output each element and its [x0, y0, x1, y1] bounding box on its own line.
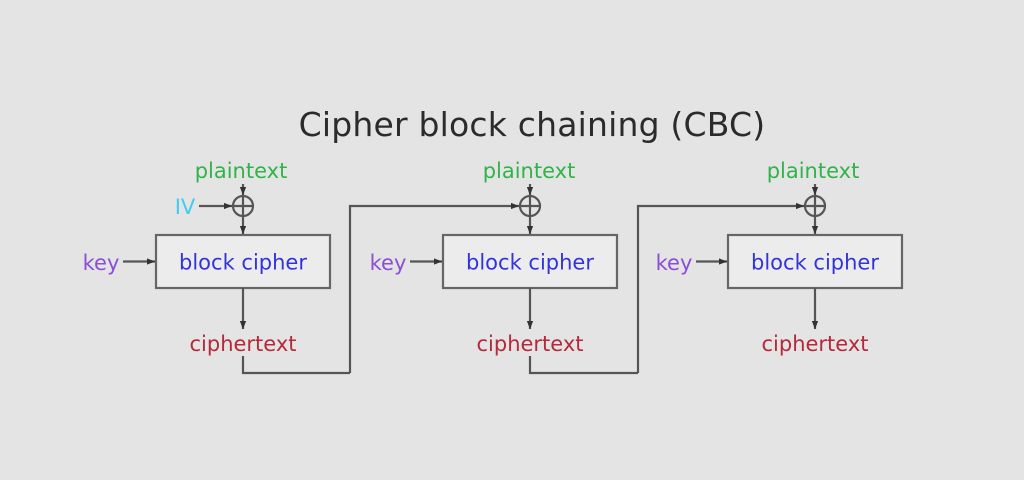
ciphertext-label: ciphertext: [761, 332, 868, 356]
stage-3: plaintext block cipher key ciphertext: [636, 159, 904, 373]
stage-2: plaintext block cipher key ciphertext: [348, 159, 638, 375]
feedback-out-wire: [241, 356, 350, 375]
key-label: key: [83, 251, 120, 275]
key-label: key: [370, 251, 407, 275]
block-cipher-label: block cipher: [466, 251, 594, 275]
page-title: Cipher block chaining (CBC): [299, 105, 766, 144]
block-cipher-label: block cipher: [751, 251, 879, 275]
block-cipher-label: block cipher: [179, 251, 307, 275]
block-cipher-box[interactable]: [154, 233, 332, 290]
plaintext-label: plaintext: [767, 159, 860, 183]
ciphertext-label: ciphertext: [476, 332, 583, 356]
feedback-in-wire: [348, 202, 520, 373]
plaintext-label: plaintext: [195, 159, 288, 183]
feedback-in-wire: [636, 202, 805, 373]
key-label: key: [656, 251, 693, 275]
block-cipher-box[interactable]: [441, 233, 619, 290]
ciphertext-label: ciphertext: [189, 332, 296, 356]
plaintext-label: plaintext: [483, 159, 576, 183]
iv-label: IV: [175, 195, 196, 219]
feedback-out-wire: [528, 356, 638, 375]
